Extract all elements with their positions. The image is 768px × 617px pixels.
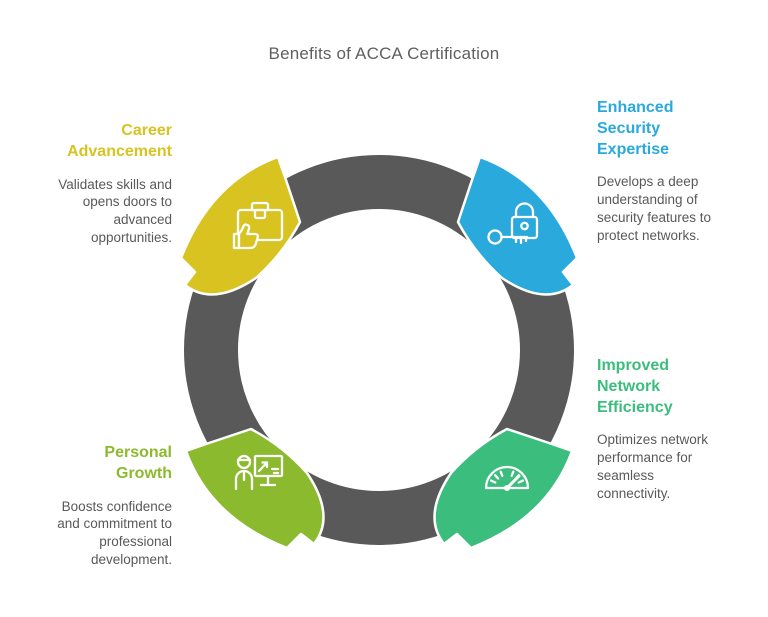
benefit-improved-network-efficiency: Improved Network Efficiency Optimizes ne… bbox=[597, 356, 745, 503]
speedometer-icon bbox=[484, 465, 530, 491]
benefit-enhanced-security-expertise: Enhanced Security Expertise Develops a d… bbox=[597, 98, 745, 245]
padlock-key-icon bbox=[487, 202, 539, 245]
cycle-ring bbox=[184, 155, 574, 545]
page-title: Benefits of ACCA Certification bbox=[268, 44, 500, 63]
benefit-heading: Enhanced Security Expertise bbox=[597, 99, 674, 158]
benefit-description: Boosts confidence and commitment to prof… bbox=[57, 498, 172, 568]
benefit-description: Optimizes network performance for seamle… bbox=[597, 432, 709, 501]
cycle-diagram bbox=[129, 100, 629, 600]
benefit-heading: Personal Growth bbox=[104, 444, 172, 482]
benefit-heading: Improved Network Efficiency bbox=[597, 357, 673, 416]
benefit-heading: Career Advancement bbox=[67, 122, 172, 160]
presenter-chart-icon bbox=[234, 454, 284, 491]
benefit-career-advancement: Career Advancement Validates skills and … bbox=[32, 121, 172, 247]
briefcase-thumbs-up-icon bbox=[232, 201, 284, 250]
benefit-description: Validates skills and opens doors to adva… bbox=[58, 176, 172, 246]
growth-arrow-shape bbox=[184, 427, 325, 550]
benefit-description: Develops a deep understanding of securit… bbox=[597, 174, 712, 243]
cycle-diagram-svg bbox=[179, 155, 579, 550]
benefit-personal-growth: Personal Growth Boosts confidence and co… bbox=[32, 443, 172, 569]
